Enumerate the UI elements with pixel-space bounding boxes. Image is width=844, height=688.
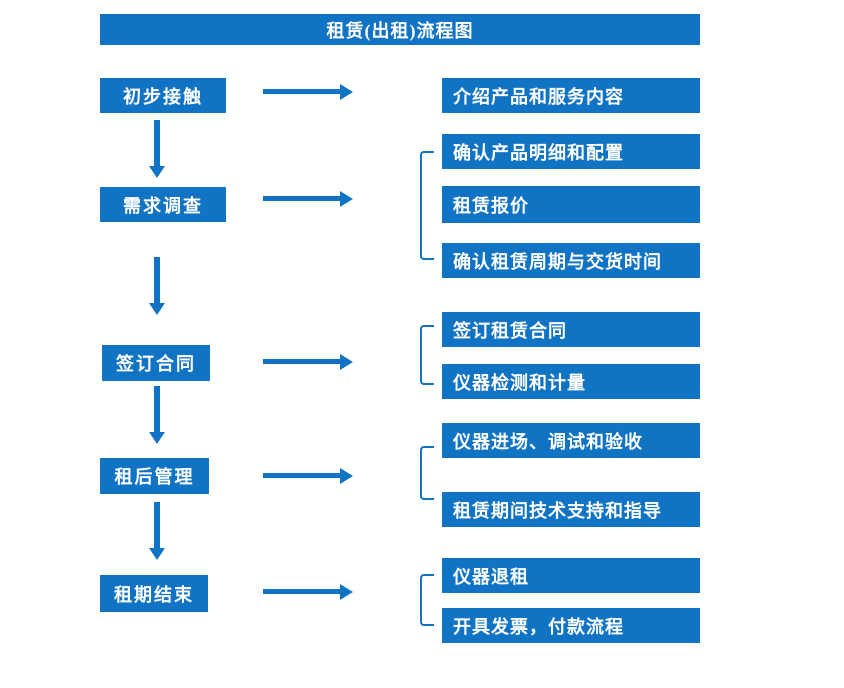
bracket-connector-icon xyxy=(420,151,434,260)
step-box-rental-end: 租期结束 xyxy=(100,575,208,612)
output-box-instrument-inspection: 仪器检测和计量 xyxy=(442,364,700,399)
arrow-down-icon xyxy=(149,257,165,315)
arrow-down-icon xyxy=(149,386,165,444)
arrow-right-icon xyxy=(263,84,353,100)
output-box-technical-support: 租赁期间技术支持和指导 xyxy=(442,492,700,527)
step-box-initial-contact: 初步接触 xyxy=(100,78,226,113)
arrow-down-icon xyxy=(149,120,165,178)
output-box-sign-rental-contract: 签订租赁合同 xyxy=(442,312,700,347)
output-box-introduce-products-services: 介绍产品和服务内容 xyxy=(442,78,700,113)
arrow-right-icon xyxy=(263,468,353,484)
bracket-connector-icon xyxy=(420,574,434,626)
output-box-confirm-rental-period: 确认租赁周期与交货时间 xyxy=(442,243,700,278)
bracket-connector-icon xyxy=(420,325,434,385)
step-box-demand-survey: 需求调查 xyxy=(100,187,226,222)
arrow-right-icon xyxy=(263,354,353,370)
arrow-down-icon xyxy=(149,502,165,560)
arrow-right-icon xyxy=(263,191,353,207)
output-box-invoice-payment: 开具发票，付款流程 xyxy=(442,608,700,643)
output-box-confirm-product-details: 确认产品明细和配置 xyxy=(442,134,700,169)
output-box-instrument-setup-acceptance: 仪器进场、调试和验收 xyxy=(442,423,700,458)
bracket-connector-icon xyxy=(420,446,434,500)
step-box-post-rental-management: 租后管理 xyxy=(100,458,209,494)
output-box-instrument-return: 仪器退租 xyxy=(442,558,700,593)
step-box-sign-contract: 签订合同 xyxy=(102,345,210,381)
output-box-rental-quote: 租赁报价 xyxy=(442,186,700,223)
flowchart-title: 租赁(出租)流程图 xyxy=(100,14,700,45)
arrow-right-icon xyxy=(263,584,353,600)
